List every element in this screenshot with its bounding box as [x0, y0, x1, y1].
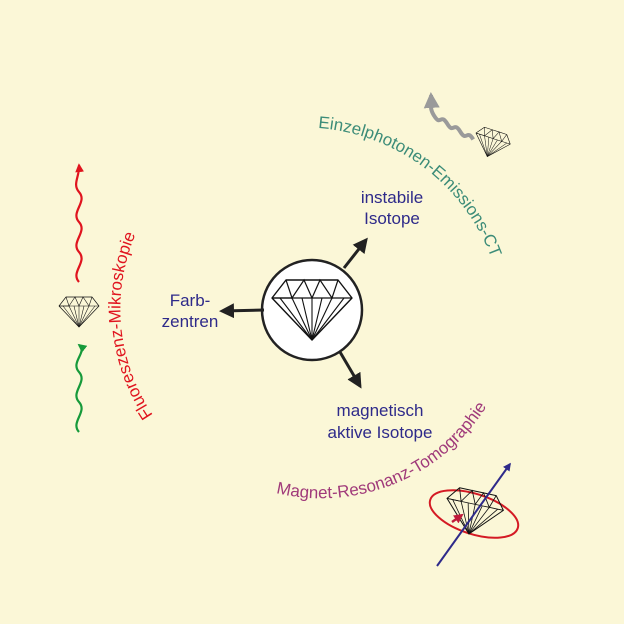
label-color-centers-line1: Farb-	[170, 291, 211, 310]
label-magnetic-isotopes-line1: magnetisch	[337, 401, 424, 420]
gamma-wave-icon	[423, 91, 475, 141]
spect-diamond-icon	[469, 124, 514, 163]
arrow-to-magnetic-isotopes	[338, 351, 362, 389]
arrow-to-color-centers	[219, 303, 265, 319]
label-magnetic-isotopes-line2: aktive Isotope	[328, 423, 433, 442]
spin-axis-arrow-icon	[436, 462, 511, 567]
arc-label-fluorescence: Fluoreszenz-Mikroskopie	[105, 229, 156, 423]
green-wave-icon	[75, 343, 88, 433]
label-unstable-isotopes-line2: Isotope	[364, 209, 420, 228]
red-wave-icon	[75, 163, 85, 283]
rotation-arrow-icon	[451, 513, 464, 524]
small-diamond-icon	[58, 296, 100, 328]
arc-label-fluorescence-path: Fluoreszenz-Mikroskopie	[105, 229, 156, 423]
label-unstable-isotopes-line1: instabile	[361, 188, 423, 207]
label-color-centers-line2: zentren	[162, 312, 219, 331]
arrow-to-unstable-isotopes	[342, 237, 368, 269]
mri-diamond-icon	[440, 485, 507, 541]
